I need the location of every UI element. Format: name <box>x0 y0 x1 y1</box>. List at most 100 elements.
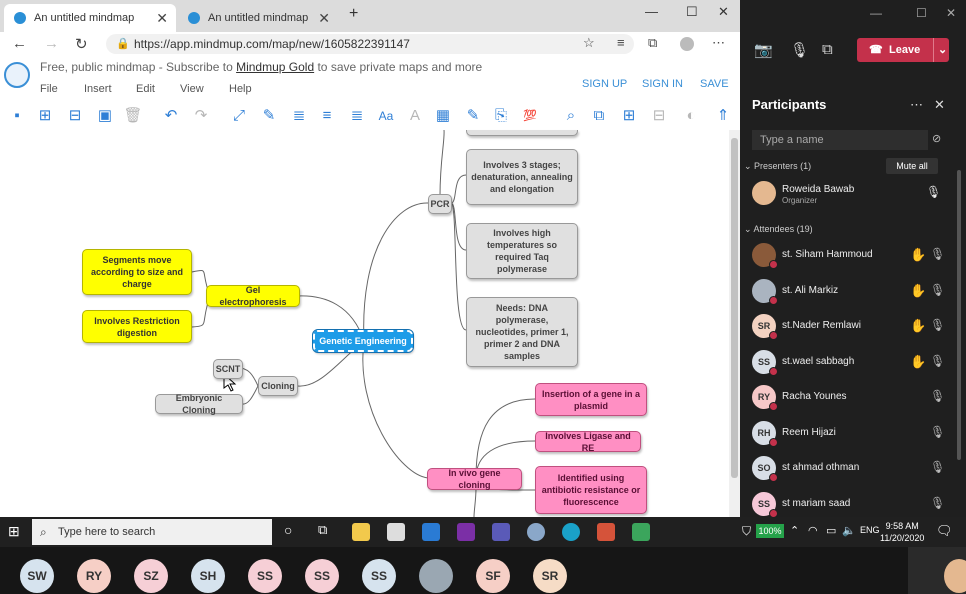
new-tab-button[interactable]: + <box>349 5 359 22</box>
menu-view[interactable]: View <box>180 83 204 95</box>
node-pcr-stages[interactable]: Involves 3 stages; denaturation, anneali… <box>466 149 578 205</box>
close-tab-icon[interactable]: ✕ <box>318 9 330 26</box>
battery-indicator[interactable]: 100% <box>756 524 784 538</box>
system-clock[interactable]: 9:58 AM 11/20/2020 <box>880 520 924 544</box>
tab-mindmap-2[interactable]: An untitled mindmap ✕ <box>178 4 338 32</box>
minimize-icon[interactable]: — <box>645 4 658 19</box>
edge-browser-icon[interactable] <box>562 523 580 541</box>
panel-scrollbar[interactable] <box>957 170 961 460</box>
collapse-icon[interactable]: ◐ <box>686 107 696 124</box>
video-tile-avatar[interactable]: SS <box>248 559 282 593</box>
share-invite-icon[interactable]: ⊘ <box>932 133 942 145</box>
cortana-icon[interactable]: ○ <box>284 522 293 538</box>
ungroup-icon[interactable]: ⊟ <box>652 107 666 124</box>
node-gel-restriction[interactable]: Involves Restriction digestion <box>82 310 192 343</box>
attachment-icon[interactable]: ⎘ <box>494 107 507 124</box>
shield-icon[interactable]: ⛉ <box>742 524 752 538</box>
microphone-muted-icon[interactable]: 🎙 <box>930 353 946 368</box>
store-icon[interactable] <box>387 523 405 541</box>
progress-icon[interactable]: 💯 <box>523 110 537 122</box>
layer-up-icon[interactable]: ⇑ <box>716 107 730 124</box>
favorites-list-icon[interactable]: ≡ <box>617 35 625 50</box>
participant-row-presenter[interactable]: Roweida Bawab Organizer 🎙 <box>752 181 952 211</box>
file-explorer-icon[interactable] <box>352 523 370 541</box>
video-tile-avatar[interactable]: SF <box>476 559 510 593</box>
connect-icon[interactable]: ⧉ <box>593 107 605 124</box>
node-scnt[interactable]: SCNT <box>213 359 243 379</box>
more-options-icon[interactable]: ⋯ <box>910 97 923 112</box>
node-in-vivo-cloning[interactable]: In vivo gene cloning <box>427 468 522 490</box>
mindmup-gold-link[interactable]: Mindmup Gold <box>236 60 315 74</box>
microphone-muted-icon[interactable]: 🎙 <box>930 247 946 261</box>
participant-row[interactable]: st. Ali Markiz✋🎙 <box>752 278 952 309</box>
video-tile-avatar[interactable]: RY <box>77 559 111 593</box>
insert-image-icon[interactable]: ▣ <box>97 107 113 124</box>
leave-button[interactable]: ☎ Leave ⌄ <box>857 38 949 62</box>
close-tab-icon[interactable]: ✕ <box>156 9 168 26</box>
presenters-section[interactable]: ⌄ Presenters (1) <box>744 161 812 171</box>
central-node[interactable]: Genetic Engineering <box>312 329 414 353</box>
video-tile-avatar[interactable]: SW <box>20 559 54 593</box>
chevron-up-icon[interactable]: ⌃ <box>790 525 800 537</box>
redo-icon[interactable]: ↷ <box>194 107 208 124</box>
video-tile-avatar[interactable]: SH <box>191 559 225 593</box>
back-icon[interactable]: ← <box>12 35 27 52</box>
video-tile-avatar[interactable]: SS <box>362 559 396 593</box>
video-tile-avatar[interactable]: SR <box>533 559 567 593</box>
microphone-muted-icon[interactable]: 🎙 <box>930 495 946 510</box>
share-screen-icon[interactable]: ⧉ <box>822 41 833 58</box>
attendees-section[interactable]: ⌄ Attendees (19) <box>744 224 813 234</box>
node-pcr-needs[interactable]: Needs: DNA polymerase, nucleotides, prim… <box>466 297 578 367</box>
node-cloning[interactable]: Cloning <box>258 376 298 396</box>
collections-icon[interactable]: ⧉ <box>648 35 658 50</box>
add-sibling-icon[interactable]: ⊟ <box>68 107 82 124</box>
microphone-muted-icon[interactable]: 🎙 <box>930 424 946 439</box>
undo-icon[interactable]: ↶ <box>164 107 178 124</box>
microphone-muted-icon[interactable]: 🎙 <box>930 389 946 403</box>
tab-mindmap-1[interactable]: An untitled mindmap ✕ <box>4 4 176 32</box>
more-menu-icon[interactable]: ⋯ <box>712 35 725 50</box>
menu-file[interactable]: File <box>40 83 58 95</box>
video-tile-avatar[interactable] <box>419 559 453 593</box>
edit-text-icon[interactable]: ✎ <box>262 107 276 124</box>
notifications-icon[interactable]: 🗨 <box>936 523 953 538</box>
note-icon[interactable]: ✎ <box>466 107 480 124</box>
language-indicator[interactable]: ENG <box>860 525 880 535</box>
mindmap-node-partial[interactable] <box>466 130 578 136</box>
windows-start-icon[interactable]: ⊞ <box>8 523 20 539</box>
url-field[interactable]: 🔒 https://app.mindmup.com/map/new/160582… <box>106 34 634 54</box>
wifi-icon[interactable]: ◠ <box>808 525 818 537</box>
maximize-icon[interactable]: ☐ <box>686 4 698 19</box>
menu-help[interactable]: Help <box>229 83 252 95</box>
close-panel-icon[interactable]: ✕ <box>934 97 945 112</box>
video-tile-avatar[interactable]: SS <box>305 559 339 593</box>
add-node-icon[interactable]: ▪ <box>14 107 20 124</box>
sign-in-link[interactable]: SIGN IN <box>642 78 683 90</box>
expand-icon[interactable]: ⤢ <box>232 107 245 124</box>
close-window-icon[interactable]: ✕ <box>718 4 729 19</box>
mute-all-button[interactable]: Mute all <box>886 158 938 174</box>
profile-avatar-icon[interactable] <box>680 37 694 51</box>
mindmap-canvas[interactable]: Genetic Engineering PCR Involves 3 stage… <box>0 130 740 517</box>
microphone-icon[interactable]: 🎙 <box>790 42 810 59</box>
mail-icon[interactable] <box>422 523 440 541</box>
node-pcr-temperature[interactable]: Involves high temperatures so required T… <box>466 223 578 279</box>
video-tile-avatar[interactable]: SZ <box>134 559 168 593</box>
align-center-icon[interactable]: ≡ <box>322 107 332 124</box>
node-gel-size-charge[interactable]: Segments move according to size and char… <box>82 249 192 295</box>
delete-icon[interactable]: 🗑 <box>123 107 143 124</box>
onenote-icon[interactable] <box>457 523 475 541</box>
group-icon[interactable]: ⊞ <box>622 107 636 124</box>
menu-edit[interactable]: Edit <box>136 83 155 95</box>
minimize-icon[interactable]: — <box>870 6 882 20</box>
refresh-icon[interactable]: ↻ <box>75 36 88 53</box>
volume-icon[interactable]: 🔈 <box>842 525 856 537</box>
chevron-down-icon[interactable]: ⌄ <box>933 38 947 62</box>
add-child-icon[interactable]: ⊞ <box>38 107 52 124</box>
microphone-icon[interactable]: 🎙 <box>926 185 942 199</box>
node-plasmid-insertion[interactable]: Insertion of a gene in a plasmid <box>535 383 647 416</box>
